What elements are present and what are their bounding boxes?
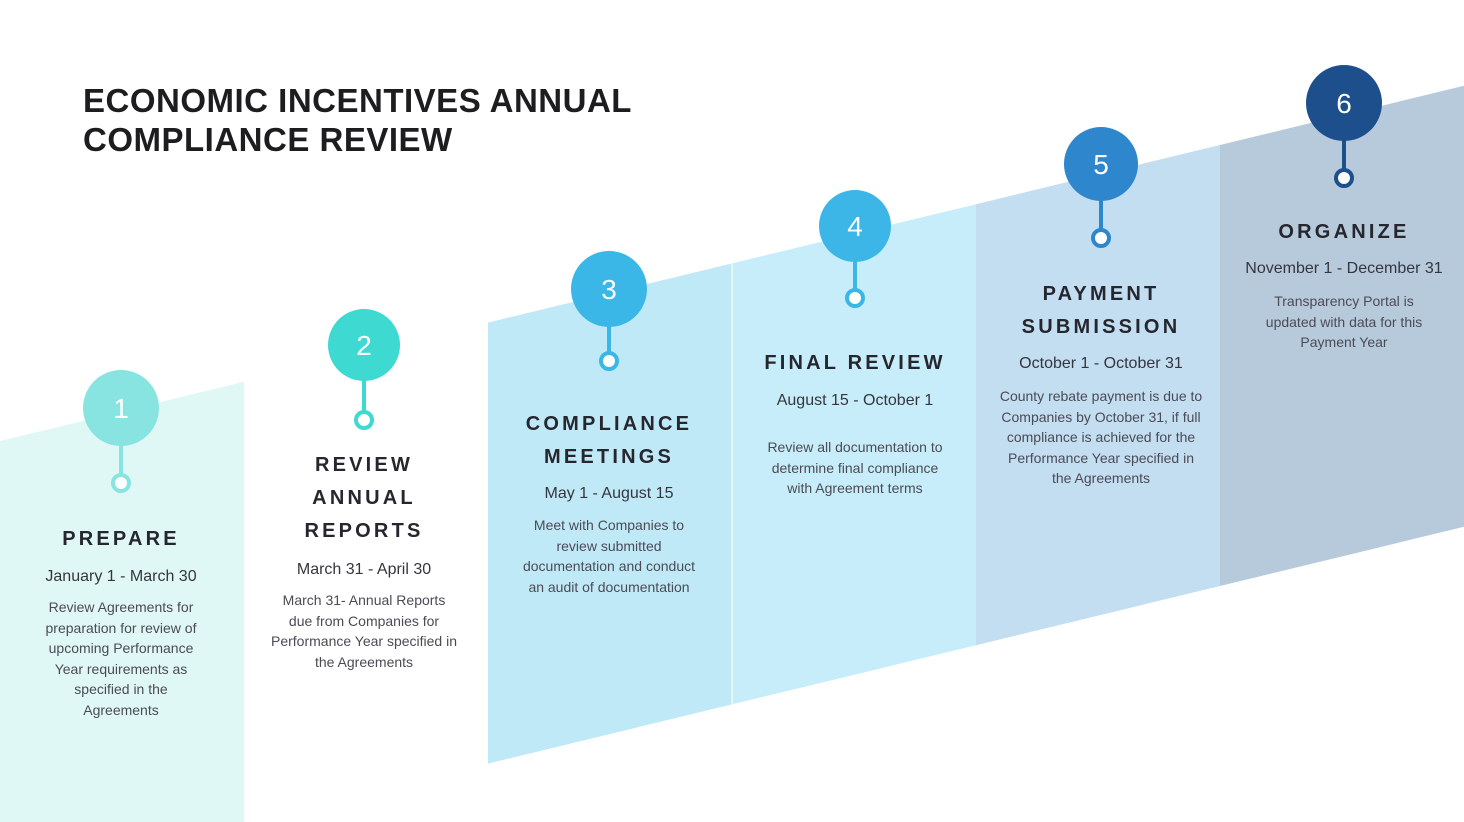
step-2-date: March 31 - April 30 bbox=[296, 561, 432, 578]
step-5-number: 5 bbox=[1093, 149, 1109, 180]
step-6-date: November 1 - December 31 bbox=[1245, 260, 1443, 277]
step-4-number: 4 bbox=[847, 211, 863, 242]
panel-step-5 bbox=[976, 145, 1220, 646]
step-1-title: PREPARE bbox=[62, 528, 180, 550]
step-5-description: County rebate payment is due to Companie… bbox=[999, 388, 1203, 486]
step-6-ring bbox=[1334, 168, 1354, 188]
step-3-circle bbox=[571, 251, 647, 327]
step-1-ring bbox=[111, 473, 131, 493]
step-4-description: Review all documentation to determine fi… bbox=[767, 439, 943, 496]
step-4-title: FINAL REVIEW bbox=[764, 352, 946, 374]
step-1-circle bbox=[83, 370, 159, 446]
step-3-number: 3 bbox=[601, 274, 617, 305]
panel-step-4 bbox=[732, 204, 976, 705]
step-2-circle bbox=[328, 309, 400, 381]
step-3-title: COMPLIANCE MEETINGS bbox=[525, 413, 693, 468]
step-6-title: ORGANIZE bbox=[1278, 221, 1410, 243]
step-2-title: REVIEW ANNUAL REPORTS bbox=[304, 454, 424, 542]
step-6-circle bbox=[1306, 65, 1382, 141]
step-3-date: May 1 - August 15 bbox=[544, 485, 674, 502]
step-3-description: Meet with Companies to review submitted … bbox=[522, 517, 695, 595]
step-2-description: March 31- Annual Reports due from Compan… bbox=[271, 592, 457, 670]
step-5-title: PAYMENT SUBMISSION bbox=[1021, 283, 1181, 338]
page-title: ECONOMIC INCENTIVES ANNUAL COMPLIANCE RE… bbox=[83, 82, 632, 159]
step-4-circle bbox=[819, 190, 891, 262]
panel-step-6 bbox=[1220, 85, 1464, 587]
step-4-ring bbox=[845, 288, 865, 308]
step-5-ring bbox=[1091, 228, 1111, 248]
step-5-date: October 1 - October 31 bbox=[1019, 355, 1183, 372]
step-1-date: January 1 - March 30 bbox=[45, 568, 197, 585]
step-6-number: 6 bbox=[1336, 88, 1352, 119]
step-2-number: 2 bbox=[356, 330, 372, 361]
step-3-ring bbox=[599, 351, 619, 371]
panel-step-1 bbox=[0, 381, 244, 822]
step-1-number: 1 bbox=[113, 393, 129, 424]
step-1-description: Review Agreements for preparation for re… bbox=[45, 599, 197, 718]
step-4-date: August 15 - October 1 bbox=[776, 392, 934, 409]
panel-step-3 bbox=[488, 263, 732, 764]
step-6-description: Transparency Portal is updated with data… bbox=[1265, 293, 1423, 350]
step-2-ring bbox=[354, 410, 374, 430]
step-5-circle bbox=[1064, 127, 1138, 201]
